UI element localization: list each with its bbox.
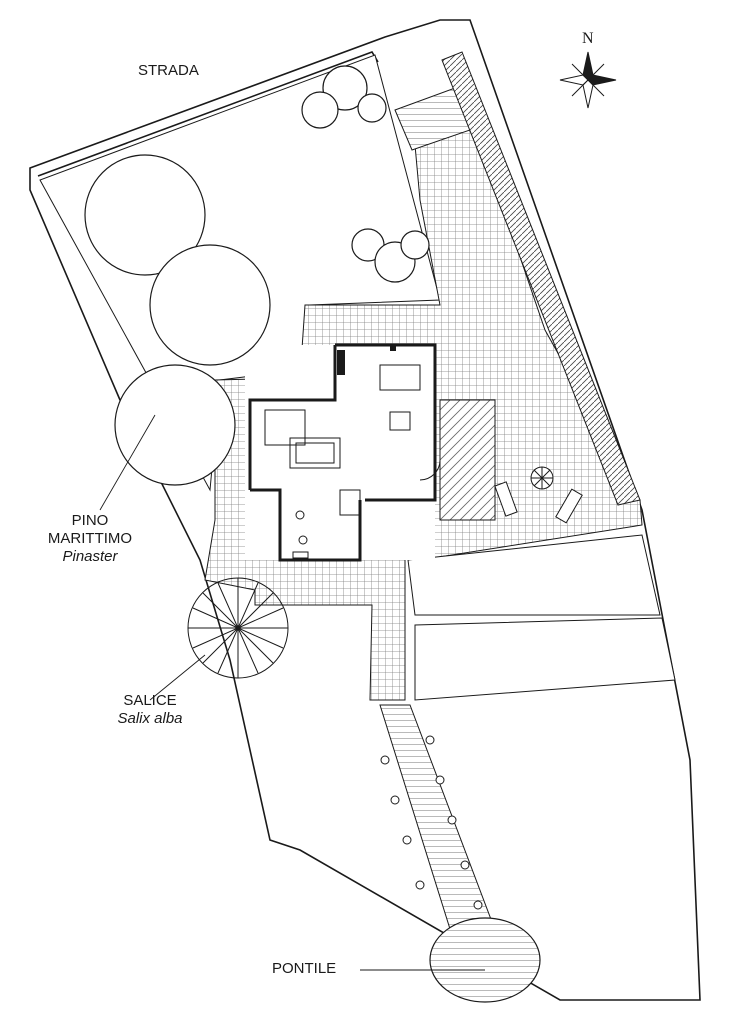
willow-species: Salix alba <box>117 710 183 727</box>
north-label: N <box>582 30 594 47</box>
leader-lines <box>99 414 485 971</box>
boundary-wall <box>441 51 641 506</box>
lawn-right-2 <box>414 617 676 701</box>
house <box>245 343 496 562</box>
pine-label: PINO MARITTIMO Pinaster <box>25 512 155 566</box>
willow-tree <box>187 577 289 679</box>
pine-name-2: MARITTIMO <box>47 530 133 547</box>
pine-species: Pinaster <box>62 548 118 565</box>
pier-walkway <box>379 704 541 1003</box>
willow-name: SALICE <box>123 692 177 709</box>
lawn-right <box>407 534 661 616</box>
street-label: STRADA <box>138 62 199 79</box>
terrace-furniture <box>494 466 583 524</box>
willow-label: SALICE Salix alba <box>90 692 210 728</box>
tree-canopies <box>84 65 430 486</box>
pier-label: PONTILE <box>272 960 337 977</box>
compass-rose-icon <box>559 51 617 109</box>
pine-name: PINO <box>71 512 109 529</box>
